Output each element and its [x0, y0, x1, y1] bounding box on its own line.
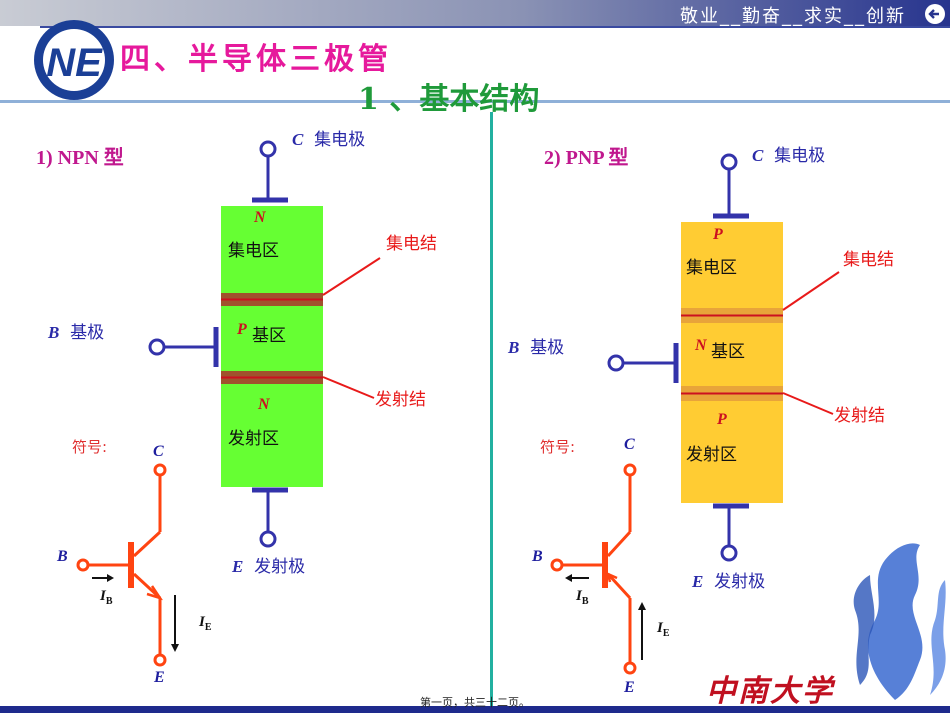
npn-emitter-label: E 发射极: [232, 552, 305, 577]
npn-emitter-text: 发射极: [254, 557, 306, 577]
npn-sym-ie: IE: [199, 614, 212, 633]
pnp-sym-e: E: [624, 679, 635, 696]
pnp-symbol-caption: 符号:: [540, 438, 576, 456]
npn-collector-letter: C: [292, 130, 304, 149]
header-banner: [0, 0, 950, 103]
university-logo-text: 中南大学: [706, 674, 834, 709]
pnp-collector-text: 集电极: [774, 146, 826, 166]
svg-text:NE: NE: [46, 41, 103, 85]
pnp-sym-c: C: [624, 436, 635, 453]
npn-base-label: B 基极: [48, 318, 104, 343]
npn-region-top-letter: N: [254, 209, 266, 226]
npn-collector-label: C 集电极: [292, 125, 365, 150]
npn-region-bot-label: 发射区: [228, 429, 279, 449]
npn-region-mid-label: 基区: [252, 326, 286, 346]
pnp-region-bot-label: 发射区: [686, 445, 737, 465]
pnp-type-label: 2) PNP 型: [544, 147, 629, 169]
pnp-emitter-label: E 发射极: [692, 567, 765, 592]
npn-ib-letter: I: [100, 588, 106, 604]
npn-type-label: 1) NPN 型: [36, 147, 124, 169]
pnp-ib-letter: I: [576, 588, 582, 604]
pnp-region-top-letter: P: [713, 226, 723, 243]
npn-region-bot-letter: N: [258, 396, 270, 413]
npn-emitter-junction-label: 发射结: [375, 390, 426, 410]
pnp-sym-b: B: [532, 548, 543, 565]
pnp-emitter-text: 发射极: [714, 572, 766, 592]
pnp-ib-sub: B: [581, 596, 589, 607]
pnp-structure-diagram: [607, 153, 840, 562]
npn-sym-ib: IB: [100, 588, 113, 607]
pnp-base-text: 基极: [530, 338, 565, 358]
pnp-base-letter: B: [508, 338, 520, 357]
pnp-region-top-label: 集电区: [686, 258, 737, 278]
npn-base-letter: B: [48, 323, 60, 342]
npn-ie-letter: I: [199, 614, 205, 630]
pnp-sym-ie: IE: [657, 620, 670, 639]
npn-ie-sub: E: [204, 622, 212, 633]
pnp-ie-sub: E: [662, 628, 670, 639]
pnp-collector-label: C 集电极: [752, 141, 825, 166]
npn-emitter-letter: E: [232, 557, 244, 576]
pnp-emitter-junction-label: 发射结: [834, 406, 885, 426]
npn-base-text: 基极: [70, 323, 105, 343]
npn-structure-diagram: [148, 140, 381, 548]
pnp-region-bot-letter: P: [717, 411, 727, 428]
npn-ib-sub: B: [105, 596, 113, 607]
pnp-collector-junction-label: 集电结: [843, 250, 894, 270]
npn-sym-c: C: [153, 443, 164, 460]
npn-collector-text: 集电极: [314, 130, 366, 150]
footer-band: [0, 706, 950, 713]
npn-symbol-diagram: [76, 463, 179, 667]
pnp-emitter-letter: E: [692, 572, 704, 591]
npn-sym-b: B: [57, 548, 68, 565]
back-arrow-icon[interactable]: [924, 3, 946, 25]
pnp-region-mid-label: 基区: [711, 342, 745, 362]
npn-region-top-label: 集电区: [228, 241, 279, 261]
ne-logo-icon: NE: [34, 20, 114, 100]
pnp-symbol-diagram: [550, 463, 646, 675]
header-motto: 敬业__勤奋__求实__创新: [680, 6, 906, 27]
pnp-base-label: B 基极: [508, 333, 564, 358]
pnp-region-mid-letter: N: [695, 337, 707, 354]
section-subtitle: 1 、基本结构: [358, 82, 540, 117]
swirl-sculpture-icon: [853, 543, 946, 700]
npn-region-mid-letter: P: [237, 321, 247, 338]
pnp-collector-letter: C: [752, 146, 764, 165]
page-number: 第一页，共三十二页。: [420, 696, 530, 709]
center-divider: [490, 112, 493, 708]
pnp-ie-letter: I: [657, 620, 663, 636]
pnp-sym-ib: IB: [576, 588, 589, 607]
npn-sym-e: E: [154, 669, 165, 686]
npn-collector-junction-label: 集电结: [386, 234, 437, 254]
page-title: 四、半导体三极管: [120, 42, 392, 77]
npn-symbol-caption: 符号:: [72, 438, 108, 456]
